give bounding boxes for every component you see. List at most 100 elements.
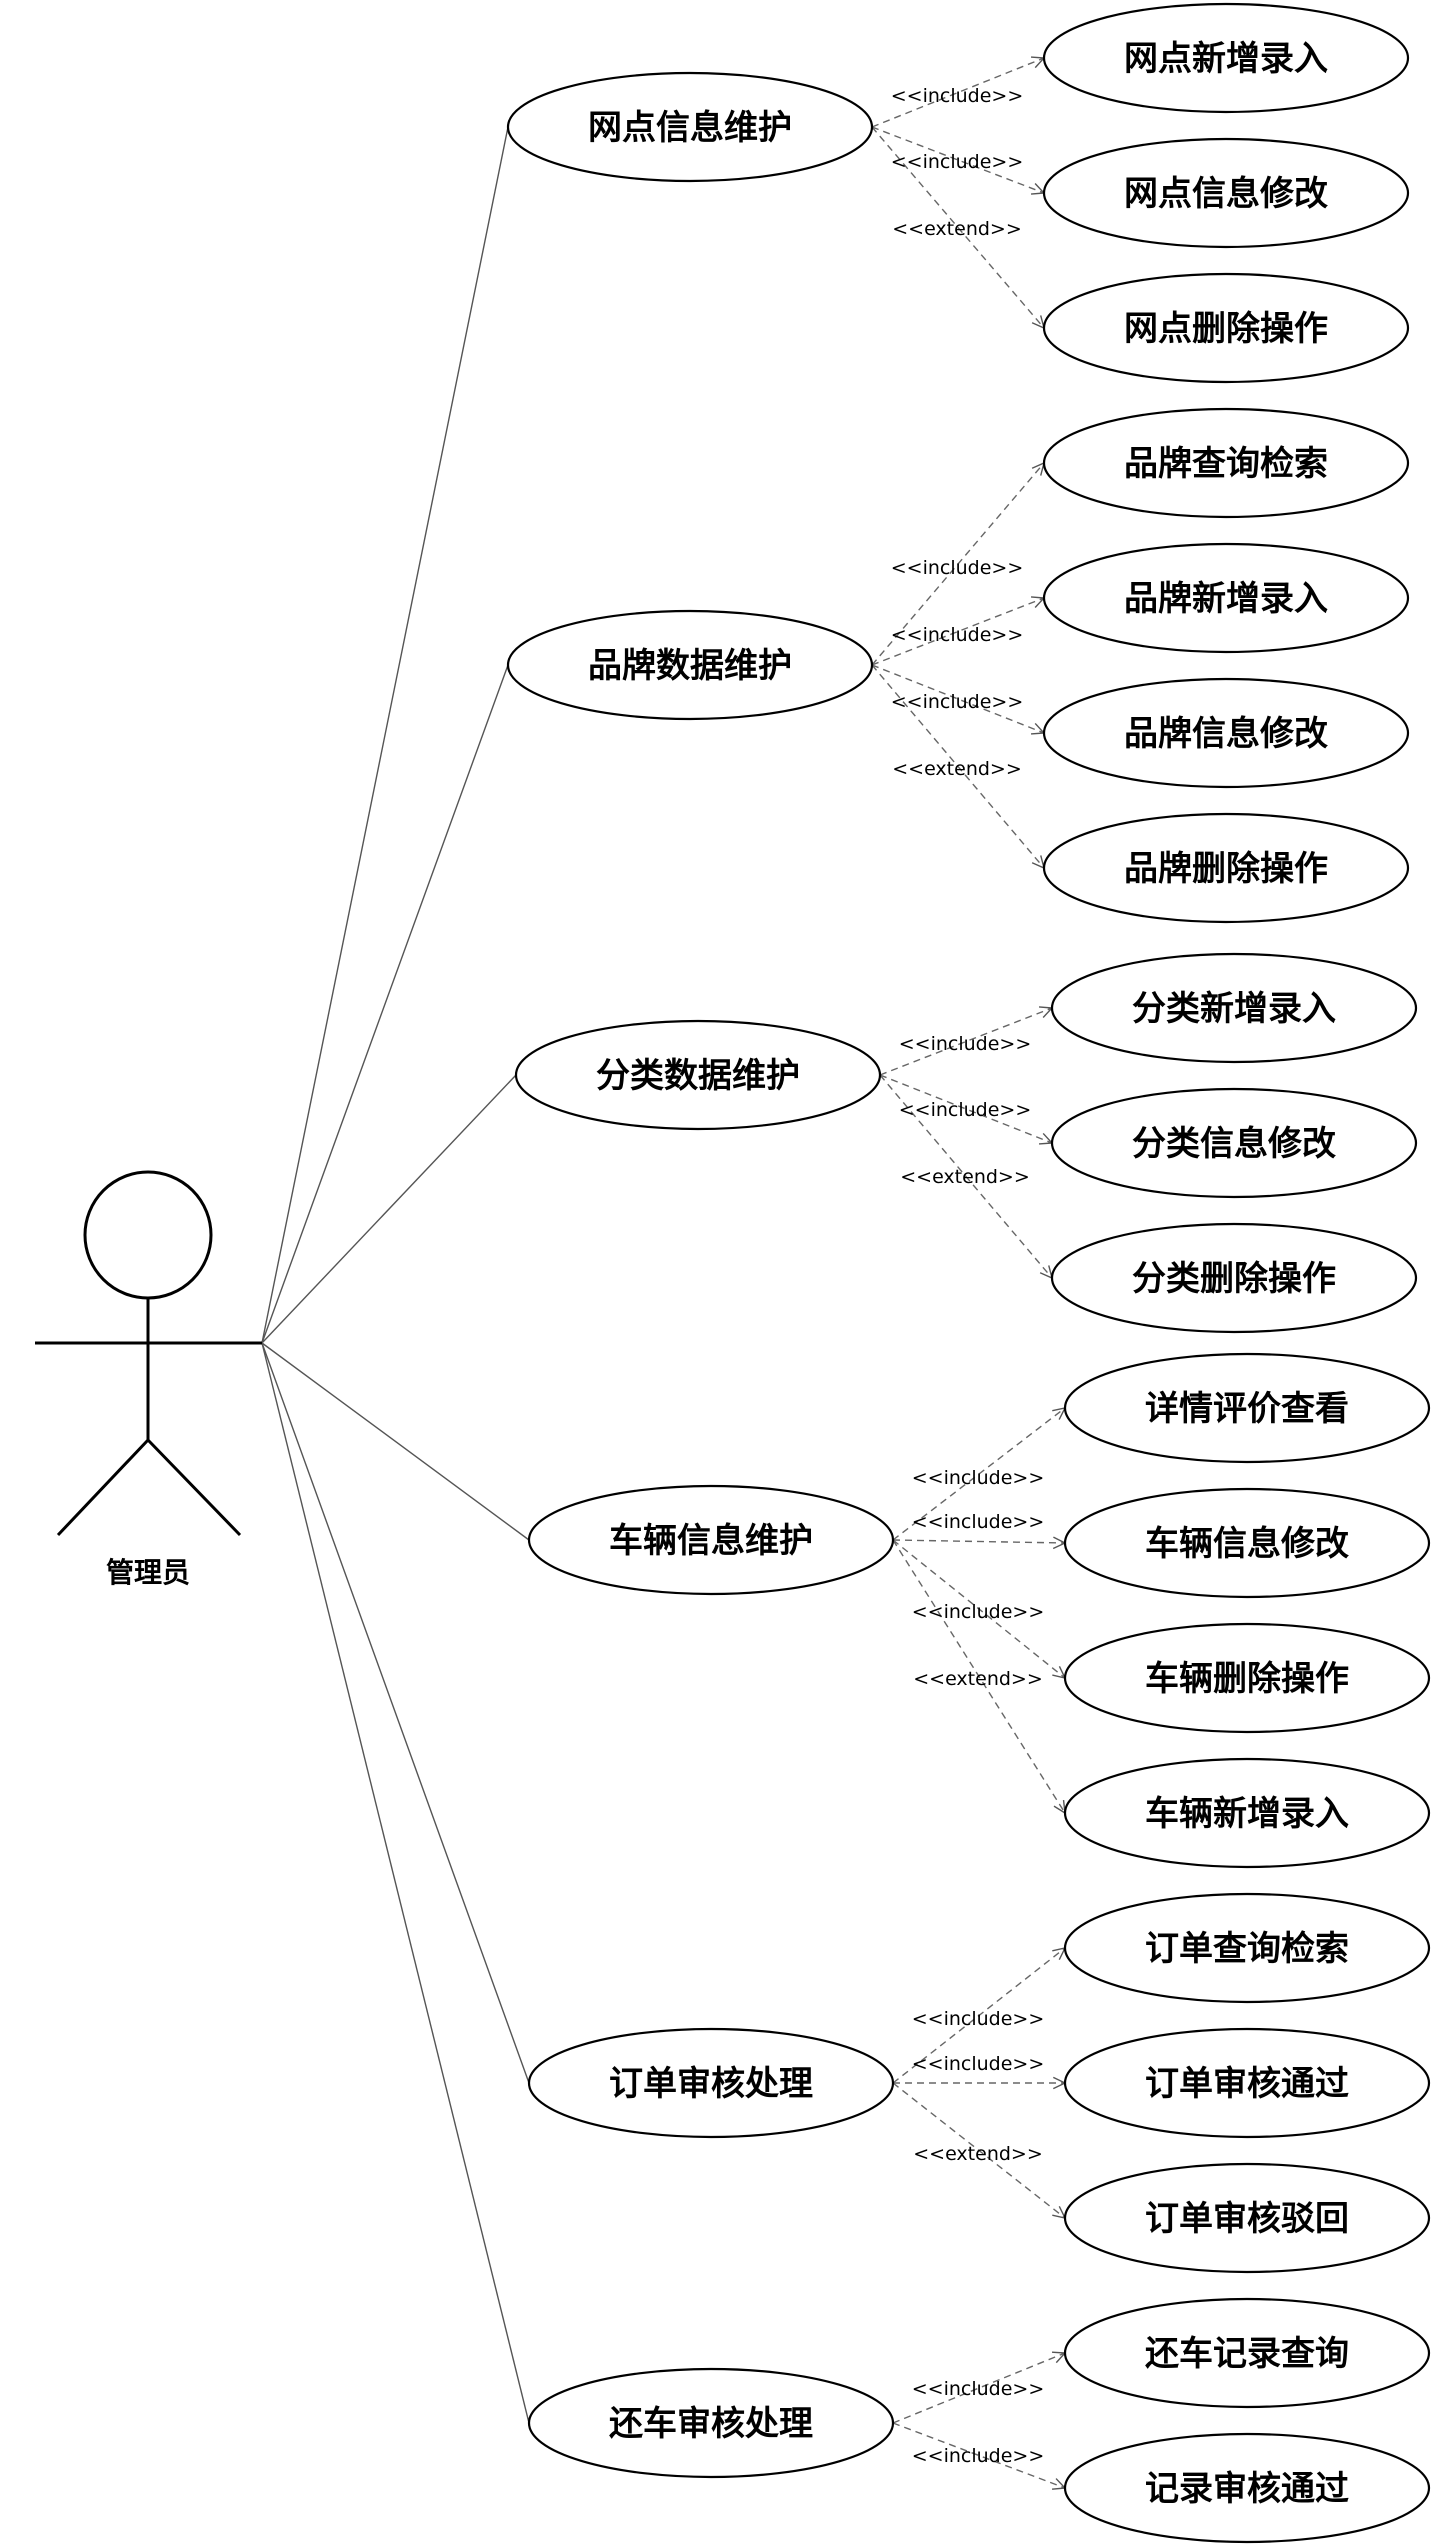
relation-label: <<include>> — [891, 624, 1024, 646]
relation-label: <<extend>> — [913, 1668, 1043, 1690]
child-use-case: 订单查询检索 — [1063, 1892, 1431, 2004]
dependency-line — [871, 664, 1045, 734]
use-case-ellipse — [527, 1484, 895, 1596]
child-use-case: 品牌信息修改 — [1042, 677, 1410, 789]
use-case-label: 分类信息修改 — [1132, 1124, 1336, 1164]
child-use-case: 车辆删除操作 — [1063, 1622, 1431, 1734]
parent-use-case: 网点信息维护 — [506, 71, 874, 183]
dependency-line — [871, 126, 1045, 194]
use-case-ellipse — [527, 2027, 895, 2139]
dependency-line — [871, 126, 1045, 329]
use-case-ellipse — [1042, 407, 1410, 519]
dependency-line — [892, 1539, 1066, 1679]
use-case-ellipse — [527, 2367, 895, 2479]
arrowhead-icon — [1052, 1407, 1067, 1420]
use-case-ellipse — [1042, 677, 1410, 789]
child-use-case: 还车记录查询 — [1063, 2297, 1431, 2409]
use-case-label: 详情评价查看 — [1145, 1389, 1349, 1429]
child-use-case: 车辆信息修改 — [1063, 1487, 1431, 1599]
child-use-case: 网点新增录入 — [1042, 2, 1410, 114]
relation-label: <<include>> — [912, 2445, 1045, 2467]
child-use-case: 分类信息修改 — [1050, 1087, 1418, 1199]
relation-label: <<include>> — [912, 1601, 1045, 1623]
use-case-ellipse — [1042, 812, 1410, 924]
relation-label: <<include>> — [912, 1467, 1045, 1489]
parent-use-case: 订单审核处理 — [527, 2027, 895, 2139]
relation-label: <<include>> — [899, 1099, 1032, 1121]
child-use-case: 网点信息修改 — [1042, 137, 1410, 249]
use-case-label: 品牌信息修改 — [1124, 714, 1328, 754]
dependency-line — [892, 1407, 1066, 1541]
child-use-case: 品牌删除操作 — [1042, 812, 1410, 924]
use-case-label: 车辆信息维护 — [609, 1521, 813, 1561]
relation-labels: <<include>> <<include>> <<extend>> <<includ… — [891, 85, 1045, 2467]
dependency-line — [892, 2082, 1066, 2219]
use-case-ellipse — [506, 71, 874, 183]
relation-label: <<extend>> — [913, 2143, 1043, 2165]
use-case-ellipse — [506, 609, 874, 721]
dependency-line — [871, 664, 1045, 869]
use-case-label: 车辆删除操作 — [1145, 1659, 1349, 1699]
use-case-label: 记录审核通过 — [1145, 2469, 1349, 2509]
use-case-label: 车辆新增录入 — [1145, 1794, 1349, 1834]
use-case-label: 网点信息修改 — [1124, 174, 1328, 214]
dependency-line — [879, 1007, 1053, 1076]
use-case-ellipse — [1063, 2297, 1431, 2409]
use-case-label: 网点删除操作 — [1124, 309, 1328, 349]
parent-use-case: 还车审核处理 — [527, 2367, 895, 2479]
arrowhead-icon — [1053, 1800, 1066, 1815]
use-case-ellipse — [1042, 272, 1410, 384]
relation-label: <<include>> — [891, 85, 1024, 107]
relation-label: <<include>> — [912, 2053, 1045, 2075]
dependency-line — [892, 1539, 1066, 1814]
dependency-line — [879, 1074, 1053, 1279]
use-case-ellipse — [1050, 952, 1418, 1064]
child-use-case: 车辆新增录入 — [1063, 1757, 1431, 1869]
child-use-case: 详情评价查看 — [1063, 1352, 1431, 1464]
dependency-line — [871, 462, 1045, 666]
parent-use-case: 品牌数据维护 — [506, 609, 874, 721]
use-case-label: 网点新增录入 — [1124, 39, 1328, 79]
use-case-ellipse — [514, 1019, 882, 1131]
actor-label: 管理员 — [106, 1556, 190, 1589]
child-use-case: 订单审核通过 — [1063, 2027, 1431, 2139]
use-case-ellipse — [1063, 1757, 1431, 1869]
use-case-label: 分类新增录入 — [1132, 989, 1336, 1029]
parent-use-case: 车辆信息维护 — [527, 1484, 895, 1596]
use-case-ellipse — [1042, 2, 1410, 114]
association-line — [261, 1342, 530, 2424]
child-use-case: 网点删除操作 — [1042, 272, 1410, 384]
use-case-ellipse — [1042, 137, 1410, 249]
use-case-label: 订单审核通过 — [1145, 2064, 1349, 2104]
relation-label: <<include>> — [899, 1033, 1032, 1055]
child-use-case: 分类新增录入 — [1050, 952, 1418, 1064]
child-use-case: 分类删除操作 — [1050, 1222, 1418, 1334]
child-use-case: 记录审核通过 — [1063, 2432, 1431, 2544]
dependency-line — [892, 2422, 1066, 2489]
use-case-label: 订单审核处理 — [609, 2064, 813, 2104]
relation-label: <<include>> — [891, 557, 1024, 579]
use-case-ellipse — [1042, 542, 1410, 654]
child-use-case: 品牌查询检索 — [1042, 407, 1410, 519]
stick-figure-actor-icon — [35, 1170, 262, 1537]
dependency-line — [892, 2352, 1066, 2424]
use-case-label: 分类删除操作 — [1132, 1259, 1336, 1299]
use-case-label: 还车记录查询 — [1145, 2334, 1349, 2374]
relation-label: <<include>> — [912, 2378, 1045, 2400]
use-case-label: 订单查询检索 — [1145, 1929, 1349, 1969]
use-case-label: 还车审核处理 — [609, 2404, 813, 2444]
use-case-ellipse — [1063, 1892, 1431, 2004]
relation-label: <<include>> — [891, 151, 1024, 173]
parent-use-case: 分类数据维护 — [514, 1019, 882, 1131]
use-case-ellipse — [1063, 1352, 1431, 1464]
use-case-ellipse — [1063, 2162, 1431, 2274]
dependency-line — [871, 597, 1045, 666]
dependency-line — [892, 1539, 1066, 1544]
use-case-ellipse — [1050, 1222, 1418, 1334]
association-lines — [261, 126, 530, 2424]
child-use-case: 品牌新增录入 — [1042, 542, 1410, 654]
use-case-label: 分类数据维护 — [596, 1056, 800, 1096]
use-case-ellipse — [1063, 2027, 1431, 2139]
use-case-label: 订单审核驳回 — [1145, 2199, 1349, 2239]
